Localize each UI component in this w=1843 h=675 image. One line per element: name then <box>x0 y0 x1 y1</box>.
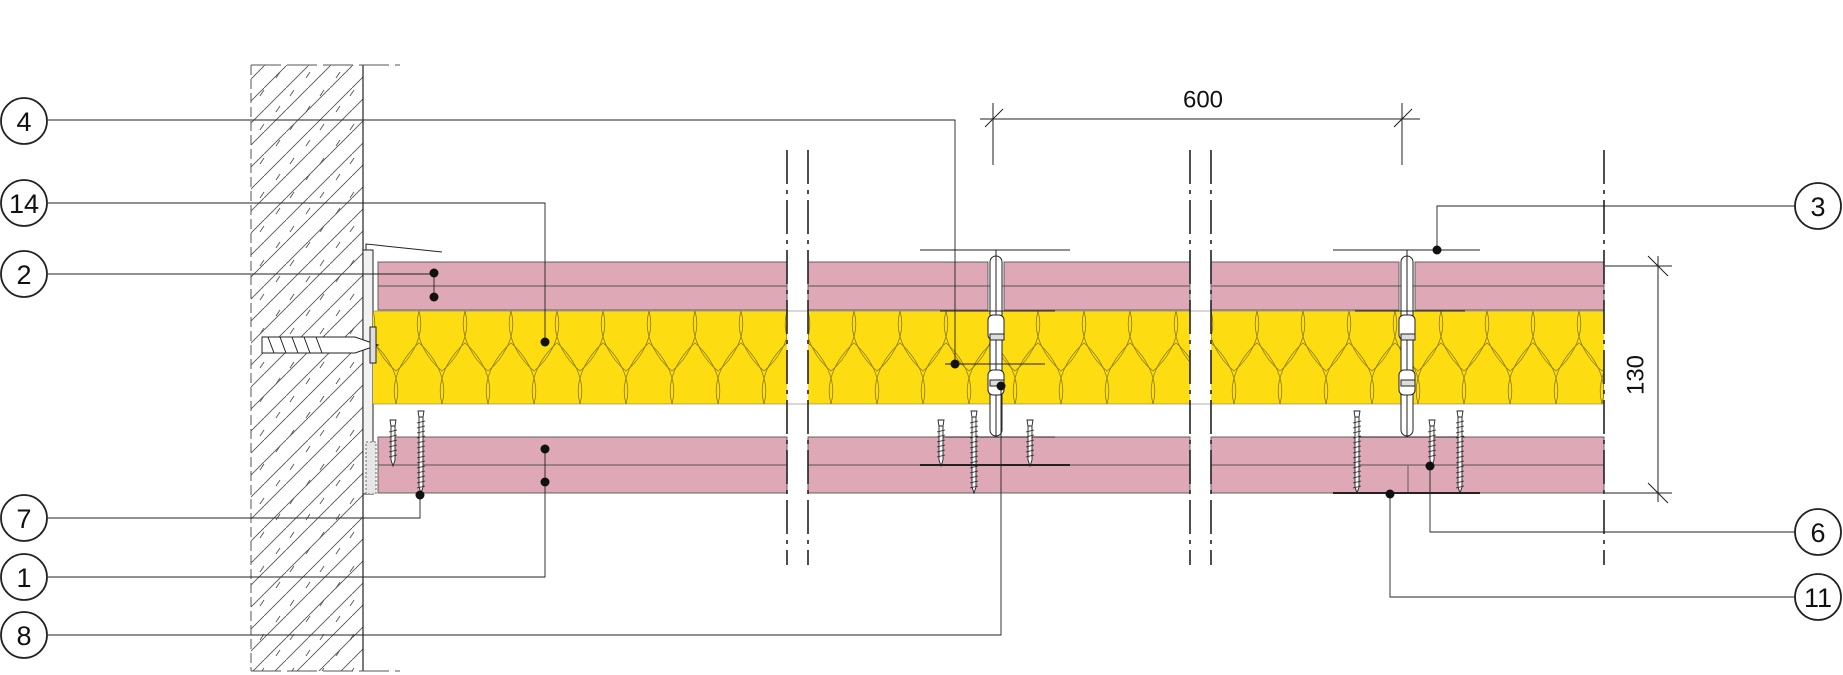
dimension-thickness-label: 130 <box>1623 355 1650 395</box>
concrete-wall <box>250 64 400 672</box>
break-lines <box>786 150 1605 565</box>
callout-2: 2 <box>0 250 48 298</box>
leader-lines <box>48 119 1797 636</box>
callout-4: 4 <box>0 97 48 145</box>
callout-1: 1 <box>0 553 48 601</box>
screws <box>388 410 1480 495</box>
stud-profile-2 <box>1333 249 1480 438</box>
callout-2-label: 2 <box>16 260 31 290</box>
callout-6-label: 6 <box>1810 518 1825 548</box>
callout-7-label: 7 <box>16 504 31 534</box>
leader-dots <box>415 245 1442 500</box>
dimension-thickness <box>1605 255 1672 504</box>
stud-profile-1 <box>920 249 1070 438</box>
callout-14: 14 <box>0 179 48 227</box>
callout-11: 11 <box>1794 573 1842 621</box>
insulation-layer <box>373 310 1604 405</box>
callout-3-label: 3 <box>1810 192 1825 222</box>
dimension-spacing <box>980 103 1420 165</box>
wall-anchor <box>261 326 380 364</box>
dimension-spacing-label: 600 <box>1183 87 1223 114</box>
callout-7: 7 <box>0 494 48 542</box>
callout-8-label: 8 <box>16 621 31 651</box>
callout-3: 3 <box>1794 182 1842 230</box>
callout-14-label: 14 <box>9 189 39 219</box>
edge-seal-strip <box>362 243 443 495</box>
callout-11-label: 11 <box>1804 583 1832 613</box>
callout-6: 6 <box>1794 508 1842 556</box>
top-board-layer <box>377 261 1605 311</box>
callout-8: 8 <box>0 611 48 659</box>
callout-1-label: 1 <box>16 563 31 593</box>
callout-4-label: 4 <box>16 107 31 137</box>
